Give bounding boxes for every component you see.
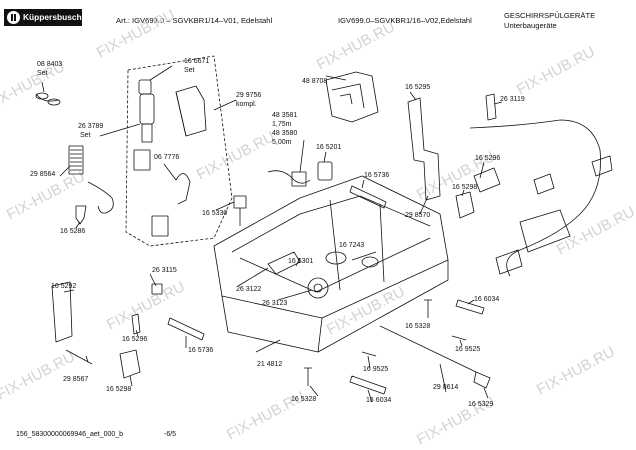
side-panel xyxy=(51,281,73,343)
wiring-harness xyxy=(469,119,601,277)
screw-mid xyxy=(361,351,377,357)
part-label-165301: 16 5301 xyxy=(288,258,314,265)
part-label-214812: 21 4812 xyxy=(257,361,283,368)
watermark-text: FIX-HUB.RU xyxy=(104,278,188,333)
watermark-text: FIX-HUB.RU xyxy=(534,343,618,398)
pump-assembly xyxy=(133,79,207,237)
watermark-text: FIX-HUB.RU xyxy=(514,43,598,98)
hinge-bottom xyxy=(119,349,141,379)
watermark-text: FIX-HUB.RU xyxy=(94,6,178,61)
part-label-165328: 16 5328 xyxy=(291,396,317,403)
part-label-165329: 16 5329 xyxy=(468,401,494,408)
watermark-text: FIX-HUB.RU xyxy=(194,128,278,183)
brand-name: Küppersbusch xyxy=(23,12,82,22)
screw-169525-right xyxy=(451,335,467,341)
long-rod xyxy=(379,325,477,373)
part-label-298567: 29 8567 xyxy=(63,376,89,383)
part-label-165201: 16 5201 xyxy=(316,144,342,151)
rail-strip-bottom xyxy=(167,317,205,341)
connector-block xyxy=(317,161,333,181)
clip-part xyxy=(75,205,87,225)
part-label-165296: 16 5296 xyxy=(122,336,148,343)
hose-clamps xyxy=(35,92,61,106)
part-label-263789: 26 3789 xyxy=(78,123,104,130)
category-title: GESCHIRRSPÜLGERÄTE xyxy=(504,11,596,20)
hinge-top xyxy=(455,191,475,219)
small-block xyxy=(233,195,247,209)
part-label-263115: 26 3115 xyxy=(152,267,177,274)
part-label-263122: 26 3122 xyxy=(236,286,262,293)
end-cap xyxy=(473,371,491,389)
watermark-text: FIX-HUB.RU xyxy=(314,18,398,73)
pump-set-outline xyxy=(125,55,233,247)
page-indicator: -6/5 xyxy=(164,431,177,438)
part-label-483580: 48 3580 xyxy=(272,130,298,137)
part-label-167243: 16 7243 xyxy=(339,242,365,249)
part-label-299756: 29 9756 xyxy=(236,92,262,99)
rail-strip-top xyxy=(349,185,387,209)
part-label-165736: 16 5736 xyxy=(364,172,390,179)
part-label-165292: 16 5292 xyxy=(51,283,77,290)
watermarks: FIX-HUB.RU FIX-HUB.RU FIX-HUB.RU FIX-HUB… xyxy=(0,6,636,448)
small-cap xyxy=(151,283,163,295)
part-label-165298: 16 5298 xyxy=(452,184,478,191)
part-label-298570: 29 8570 xyxy=(405,212,431,219)
part-label-cable-length: 5,00m xyxy=(272,139,292,146)
part-label-298614: 29 8614 xyxy=(433,384,459,391)
part-label-cable-length: 1,75m xyxy=(272,121,292,128)
bracket-small xyxy=(485,93,497,121)
right-model-title: IGV699.0–SGVKBR1/16–V02,Edelstahl xyxy=(338,16,472,25)
watermark-text: FIX-HUB.RU xyxy=(554,203,636,258)
left-model-title: Art.: IGV699.0 – SGVKBR1/14–V01, Edelsta… xyxy=(116,16,273,25)
watermark-text: FIX-HUB.RU xyxy=(324,283,408,338)
part-label-166034: 16 6034 xyxy=(474,296,500,303)
hose-coil xyxy=(87,181,114,214)
part-label-488708: 48 8708 xyxy=(302,78,328,85)
screw-bottom xyxy=(304,367,312,386)
document-id: 156_58300000069946_aet_000_b xyxy=(16,431,124,438)
category-subtitle: Unterbaugeräte xyxy=(504,21,557,30)
part-label-set: Set xyxy=(80,132,91,139)
part-label-165298: 16 5298 xyxy=(106,386,132,393)
brand-mark-icon xyxy=(7,11,20,24)
bracket-tall xyxy=(407,97,441,201)
part-label-165295: 16 5295 xyxy=(405,84,431,91)
spring xyxy=(68,145,84,175)
hinge-link xyxy=(131,313,141,335)
part-label-263119: 26 3119 xyxy=(500,96,525,103)
part-label-165736: 16 5736 xyxy=(188,347,214,354)
rack-right xyxy=(455,299,485,315)
control-module xyxy=(325,71,379,123)
part-label-165330: 16 5330 xyxy=(202,210,228,217)
rack-bottom xyxy=(349,375,387,395)
part-label-set: Set xyxy=(184,67,195,74)
part-label-166034: 16 6034 xyxy=(366,397,392,404)
brand-logo: Küppersbusch xyxy=(4,9,82,26)
part-label-483581: 48 3581 xyxy=(272,112,298,119)
part-label-088403: 08 8403 xyxy=(37,61,63,68)
part-label-set: Set xyxy=(37,70,48,77)
part-label-169525: 16 9525 xyxy=(363,366,389,373)
part-label-067776: 06 7776 xyxy=(154,154,180,161)
part-label-166671: 16 6671 xyxy=(184,58,210,65)
part-label-165296: 16 5296 xyxy=(475,155,501,162)
screw-right xyxy=(424,299,432,318)
part-label-263123: 26 3123 xyxy=(262,300,288,307)
part-label-298564: 29 8564 xyxy=(30,171,56,178)
part-label-165328: 16 5328 xyxy=(405,323,431,330)
cable xyxy=(267,170,311,184)
part-label-165286: 16 5286 xyxy=(60,228,86,235)
part-label-kompl: kompl. xyxy=(236,101,257,108)
part-label-169525: 16 9525 xyxy=(455,346,481,353)
